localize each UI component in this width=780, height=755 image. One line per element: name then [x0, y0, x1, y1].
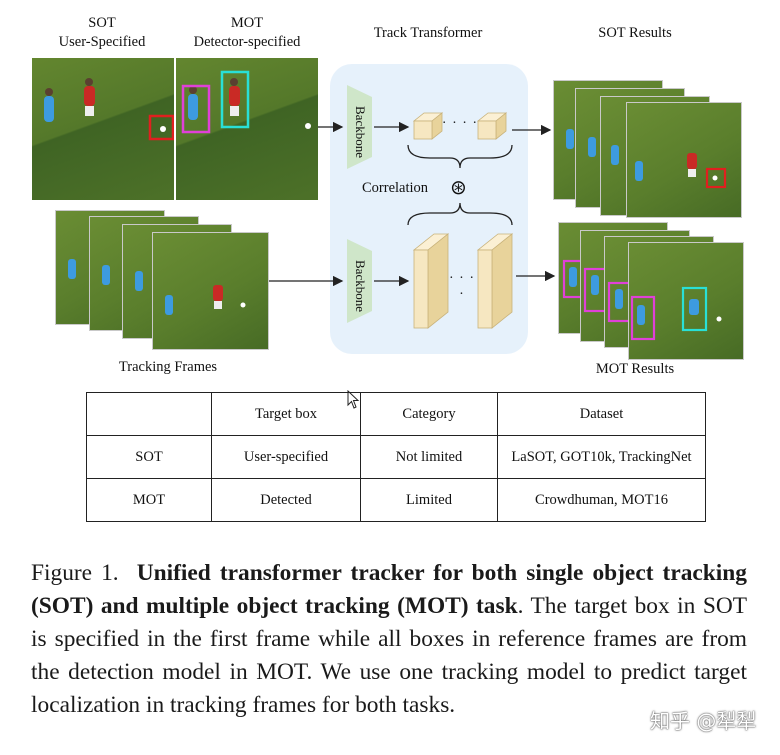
- mot-box-cyan: [220, 70, 250, 129]
- tracking-frames-label: Tracking Frames: [118, 359, 218, 375]
- backbone-bottom: [347, 239, 372, 323]
- sot-label: SOT User-Specified: [52, 14, 152, 52]
- mot-label: MOT Detector-specified: [185, 14, 309, 52]
- player-blue: [188, 86, 198, 120]
- mot-box-magenta: [181, 84, 211, 134]
- table-cell: SOT: [86, 435, 212, 479]
- sot-template-scene: [44, 78, 174, 141]
- correlation-operator-icon: ⊛: [450, 175, 467, 199]
- mot-label-line2: Detector-specified: [193, 34, 301, 50]
- table-header-cell: [86, 392, 212, 436]
- mot-template-frame: [176, 58, 318, 200]
- table-cell: LaSOT, GOT10k, TrackingNet: [497, 435, 706, 479]
- table-cell: Crowdhuman, MOT16: [497, 478, 706, 522]
- table-cell: Limited: [360, 478, 498, 522]
- brace-top: [407, 144, 513, 169]
- table-header-cell: Target box: [211, 392, 361, 436]
- tracking-frame-4: [152, 232, 269, 350]
- player-red: [84, 78, 95, 116]
- ellipsis-bottom: · · · ·: [449, 271, 475, 302]
- mot-result-box-magenta: [630, 295, 656, 341]
- caption-bold: Unified transformer tracker for both sin…: [31, 560, 747, 619]
- table-cell: MOT: [86, 478, 212, 522]
- sot-label-line2: User-Specified: [58, 34, 146, 50]
- sot-results-label: SOT Results: [598, 25, 672, 41]
- sot-label-line1: SOT: [88, 15, 116, 31]
- mot-template-scene: [181, 70, 311, 134]
- player-blue: [44, 88, 54, 122]
- table-header-cell: Category: [360, 392, 498, 436]
- sot-target-box: [148, 114, 174, 141]
- brace-bottom: [407, 202, 513, 226]
- ball: [305, 123, 311, 129]
- backbone-bottom-label: Backbone: [353, 260, 368, 312]
- table-cell: Not limited: [360, 435, 498, 479]
- player-red: [229, 78, 240, 116]
- backbone-top-label: Backbone: [353, 106, 368, 158]
- figure-caption: Figure 1. Unified transformer tracker fo…: [31, 557, 747, 722]
- sot-result-box: [705, 167, 727, 189]
- feature-bottom-2: [476, 233, 514, 329]
- comparison-table: Target box Category Dataset SOT User-spe…: [86, 392, 706, 522]
- backbone-top: [347, 85, 372, 169]
- caption-prefix: Figure 1.: [31, 560, 119, 586]
- table-row: SOT User-specified Not limited LaSOT, GO…: [86, 435, 706, 479]
- mot-result-frame-4: [628, 242, 744, 360]
- mot-result-box-cyan: [681, 286, 708, 332]
- architecture-diagram: [269, 85, 556, 329]
- table-row: MOT Detected Limited Crowdhuman, MOT16: [86, 478, 706, 522]
- feature-bottom-1: [412, 233, 450, 329]
- ellipsis-top: · · · ·: [441, 116, 479, 131]
- table-cell: Detected: [211, 478, 361, 522]
- ball: [160, 126, 166, 132]
- caption-rest: . The target box in SOT is specified in …: [31, 593, 748, 718]
- table-header-row: Target box Category Dataset: [86, 392, 706, 436]
- mot-results-label: MOT Results: [595, 361, 675, 377]
- sot-template-frame: [32, 58, 174, 200]
- table-cell: User-specified: [211, 435, 361, 479]
- feature-top-1: [412, 112, 444, 140]
- feature-top-2: [476, 112, 508, 140]
- mot-label-line1: MOT: [230, 15, 264, 31]
- correlation-label: Correlation: [362, 180, 429, 196]
- table-header-cell: Dataset: [497, 392, 706, 436]
- watermark: 知乎 @犁犁: [650, 709, 757, 733]
- sot-result-frame-4: [626, 102, 742, 218]
- track-transformer-label: Track Transformer: [373, 25, 483, 41]
